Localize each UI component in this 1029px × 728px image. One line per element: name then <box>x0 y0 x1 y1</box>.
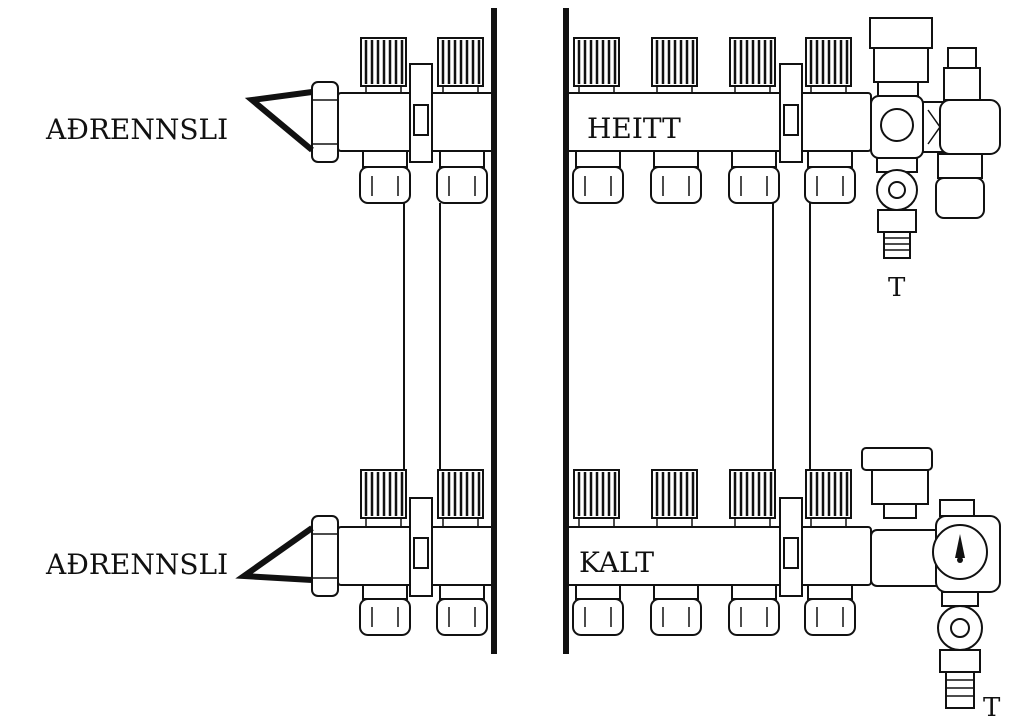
drain-label-bottom: T <box>983 693 1001 723</box>
hot-bracket-clips <box>409 63 803 163</box>
break-lines <box>491 8 569 654</box>
cold-end-fittings <box>861 447 1001 709</box>
inlet-label-bottom: AÐRENNSLI <box>45 548 228 581</box>
vertical-pipes <box>403 203 811 470</box>
cold-manifold-label: KALT <box>579 546 654 579</box>
hot-manifold-label: HEITT <box>587 112 681 145</box>
cold-bracket-clips <box>409 497 803 597</box>
inlet-label-top: AÐRENNSLI <box>45 113 228 146</box>
inlet-arrow-top <box>244 89 314 153</box>
hot-outlet-fittings <box>359 150 856 204</box>
cold-outlet-fittings <box>359 584 856 636</box>
hot-manifold <box>311 17 1001 259</box>
hot-end-fittings <box>869 17 1001 259</box>
cold-manifold <box>311 447 1001 709</box>
hot-valve-caps <box>360 37 852 94</box>
drain-label-top: T <box>888 273 906 303</box>
cold-valve-caps <box>360 469 852 528</box>
inlet-arrow-bottom <box>235 525 314 583</box>
